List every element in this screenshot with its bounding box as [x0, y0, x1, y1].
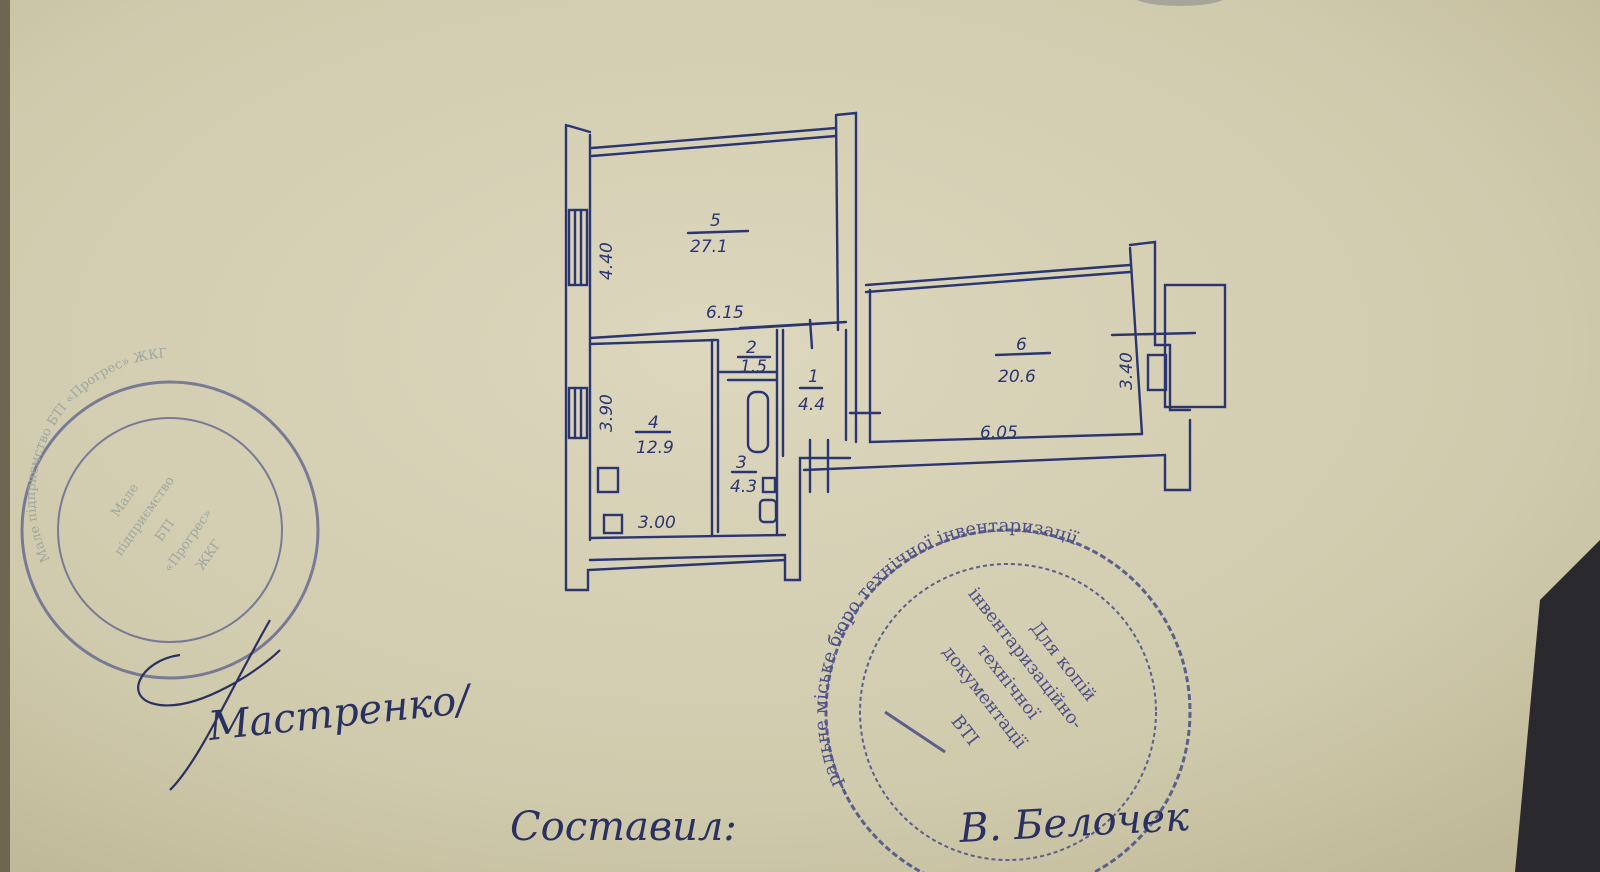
approver-signature-flourish [137, 619, 281, 791]
top-mark [1136, 0, 1224, 6]
room-4-area: 12.9 [636, 438, 674, 458]
room-1-area: 4.4 [798, 395, 825, 415]
room-2-area: 1.5 [740, 357, 767, 377]
room-2-number: 2 [746, 338, 757, 358]
room-5-area: 27.1 [690, 237, 728, 257]
room-6-area: 20.6 [998, 367, 1036, 387]
room-4-number: 4 [648, 413, 659, 433]
floor-plan [564, 111, 1227, 592]
room-5-number: 5 [710, 211, 721, 231]
desk-background [1515, 540, 1600, 872]
dimension-3-90: 3.90 [597, 394, 617, 432]
dimension-6-05: 6.05 [980, 423, 1018, 443]
room-labels: 5 27.1 4 12.9 2 1.5 3 4.3 1 4.4 6 20.6 6… [597, 211, 1137, 533]
room-1-number: 1 [808, 367, 819, 387]
dimension-3-40: 3.40 [1117, 352, 1137, 390]
room-3-number: 3 [736, 453, 747, 473]
room-6-number: 6 [1016, 335, 1027, 355]
room-3-area: 4.3 [730, 477, 757, 497]
dimension-4-40: 4.40 [597, 242, 617, 280]
compiled-by-label: Составил: [510, 804, 737, 850]
left-edge [0, 0, 10, 872]
dimension-6-15: 6.15 [706, 303, 744, 323]
dimension-3-00: 3.00 [638, 513, 676, 533]
